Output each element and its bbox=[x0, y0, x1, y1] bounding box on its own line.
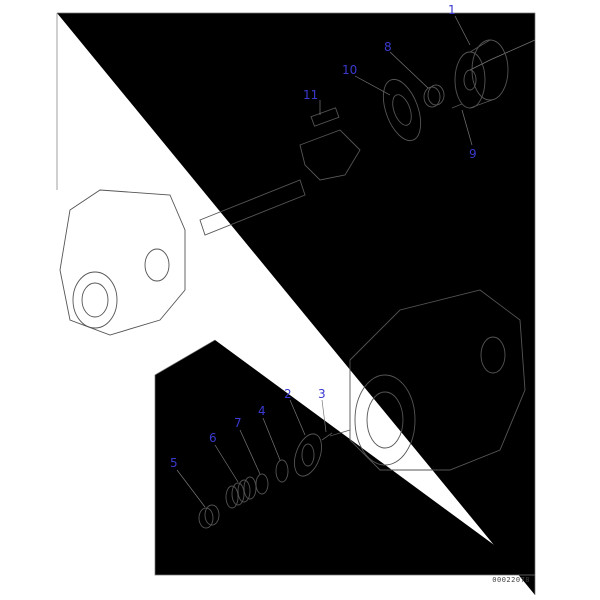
callout-8: 8 bbox=[384, 40, 392, 54]
bearing-8 bbox=[423, 84, 445, 108]
plate-2 bbox=[293, 433, 323, 477]
callout-11: 11 bbox=[303, 88, 319, 102]
callout-3: 3 bbox=[318, 387, 326, 401]
pin-3 bbox=[321, 429, 351, 441]
callout-9: 9 bbox=[469, 147, 477, 161]
callout-6: 6 bbox=[209, 431, 217, 445]
swash-plate bbox=[299, 129, 361, 181]
shaft bbox=[199, 179, 306, 236]
piston-11 bbox=[310, 107, 340, 127]
callout-7: 7 bbox=[234, 416, 242, 430]
drawing-code: 00022078 bbox=[492, 576, 530, 584]
pump-housing-lower bbox=[349, 289, 526, 471]
callout-4: 4 bbox=[258, 404, 266, 418]
cylinder-block bbox=[454, 39, 509, 109]
callout-2: 2 bbox=[284, 387, 292, 401]
callout-1: 1 bbox=[448, 3, 456, 17]
pin-9 bbox=[451, 103, 463, 109]
callout-10: 10 bbox=[342, 63, 358, 77]
frame-line-top bbox=[57, 12, 536, 595]
axis-line-lower bbox=[154, 339, 535, 576]
axis-line-upper bbox=[469, 39, 536, 71]
seal-5 bbox=[198, 504, 220, 529]
valve-plate-10 bbox=[382, 78, 422, 142]
callout-5: 5 bbox=[170, 456, 178, 470]
ring-4 bbox=[275, 459, 289, 483]
spring-6 bbox=[225, 476, 257, 509]
pump-housing-upper bbox=[59, 189, 186, 336]
leader-lines bbox=[176, 15, 473, 508]
